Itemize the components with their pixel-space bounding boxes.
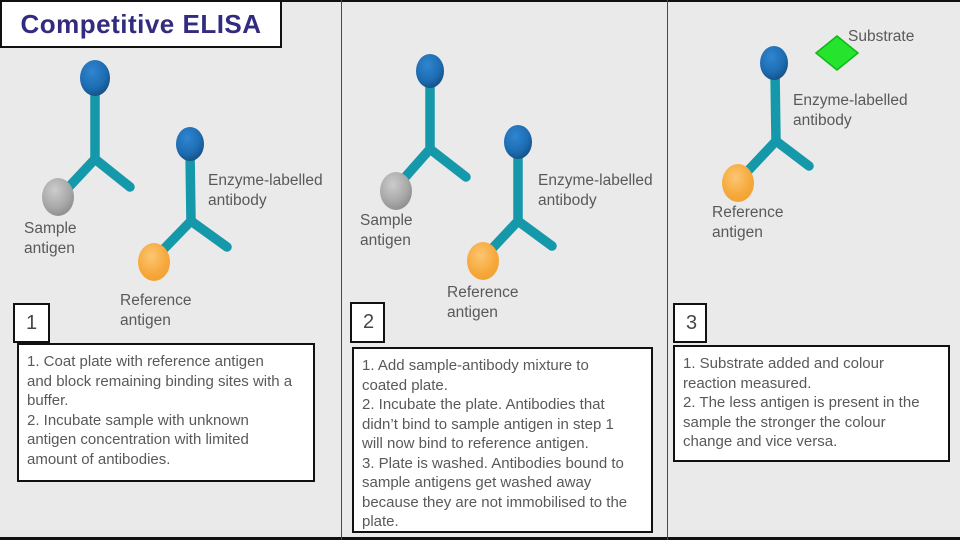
top-border-line: [0, 0, 960, 2]
enzyme-sphere-icon: [80, 60, 110, 96]
instructions-panel2: 1. Add sample-antibody mixture to coated…: [352, 347, 653, 533]
reference-antigen-label: Reference antigen: [712, 204, 784, 241]
enzyme-antibody-label: Enzyme-labelled antibody: [793, 92, 908, 129]
panel-divider-2: [667, 0, 668, 540]
page-title: Competitive ELISA: [20, 8, 262, 39]
substrate-label: Substrate: [848, 28, 915, 45]
sample-antigen-sphere-icon: [380, 172, 412, 210]
reference-antigen-label: Reference antigen: [447, 284, 519, 321]
antibody-y-shape: [740, 67, 814, 179]
enzyme-antibody-label: Enzyme-labelled antibody: [538, 172, 653, 209]
antibody-reference-panel1: [138, 127, 232, 281]
sample-antigen-label: Sample antigen: [24, 220, 77, 257]
enzyme-sphere-icon: [760, 46, 788, 80]
enzyme-sphere-icon: [416, 54, 444, 88]
enzyme-antibody-label: Enzyme-labelled antibody: [208, 172, 323, 209]
instructions-panel3: 1. Substrate added and colour reaction m…: [673, 345, 950, 462]
antibody-reference-panel2: [467, 125, 557, 280]
panel-divider-1: [341, 0, 342, 540]
step-number-3: 3: [673, 303, 707, 343]
enzyme-sphere-icon: [504, 125, 532, 159]
title-box: Competitive ELISA: [0, 0, 282, 48]
reference-antigen-sphere-icon: [467, 242, 499, 280]
sample-antigen-label: Sample antigen: [360, 212, 413, 249]
substrate-diamond-icon: [814, 35, 860, 71]
antibody-sample-panel1: [42, 60, 135, 216]
antibody-reference-panel3: [722, 46, 814, 202]
reference-antigen-sphere-icon: [722, 164, 754, 202]
antibody-y-shape: [395, 75, 471, 188]
reference-antigen-label: Reference antigen: [120, 292, 192, 329]
antibody-y-shape: [61, 81, 135, 195]
sample-antigen-sphere-icon: [42, 178, 74, 216]
step-number-2: 2: [350, 302, 385, 343]
instructions-panel1: 1. Coat plate with reference antigen and…: [17, 343, 315, 482]
antibody-sample-panel2: [380, 54, 471, 210]
step-number-1: 1: [13, 303, 50, 343]
enzyme-sphere-icon: [176, 127, 204, 161]
bottom-border-line: [0, 537, 960, 540]
reference-antigen-sphere-icon: [138, 243, 170, 281]
